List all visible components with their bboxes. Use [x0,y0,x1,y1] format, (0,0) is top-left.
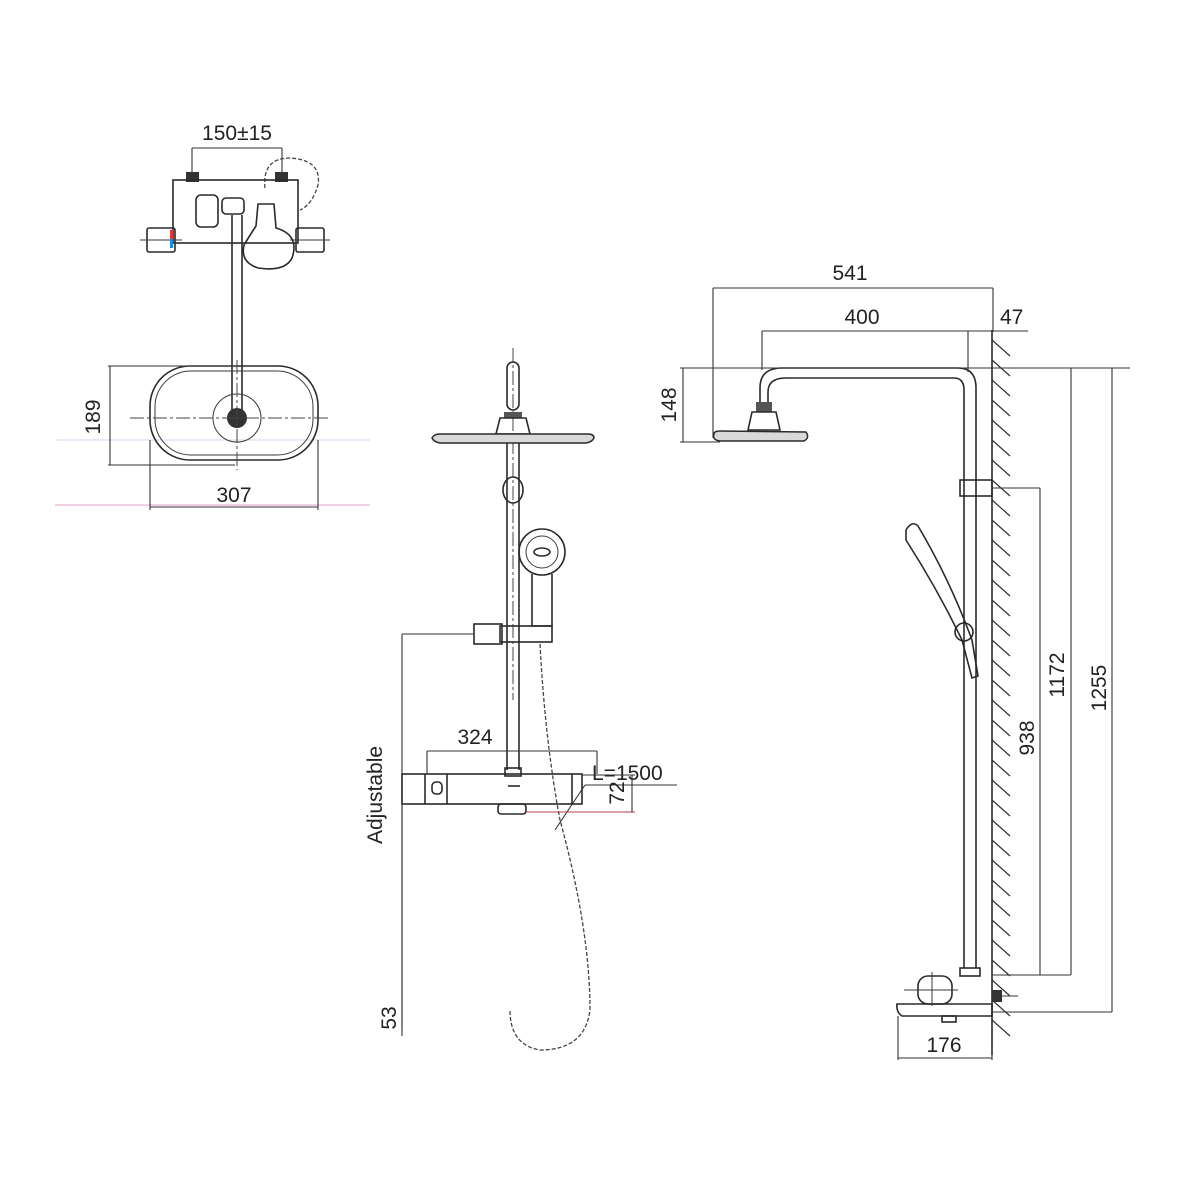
dim-valve-depth: 176 [926,1034,961,1057]
inlet-hot [186,172,199,182]
adjustable-label: Adjustable [364,746,387,844]
dim-valve-width: 324 [457,726,492,749]
side-view: 541 400 47 148 938 1172 1255 [658,262,1130,1060]
dim-arm-length: 400 [844,306,879,329]
inlet-cold [275,172,288,182]
dim-head-drop: 148 [658,387,681,422]
dim-inlet-spacing: 150±15 [202,122,272,145]
dim-arm-projection: 541 [832,262,867,285]
dim-hand-shower-height: 938 [1016,720,1039,755]
dim-valve-height: 72 [606,781,629,804]
top-view: 150±15 189 307 [82,122,330,510]
dim-wall-offset: 47 [1000,306,1023,329]
front-view: L=1500 Adjustable 324 72 53 [364,348,677,1051]
cold-marker [170,239,173,248]
hot-marker [170,230,173,239]
dim-head-depth: 189 [82,399,105,434]
dim-slider-height: 1172 [1046,652,1069,697]
dim-hose-length: L=1500 [592,762,663,785]
dim-head-width: 307 [216,484,251,507]
dim-overall-height: 1255 [1088,665,1111,712]
dim-valve-offset: 53 [378,1006,401,1029]
